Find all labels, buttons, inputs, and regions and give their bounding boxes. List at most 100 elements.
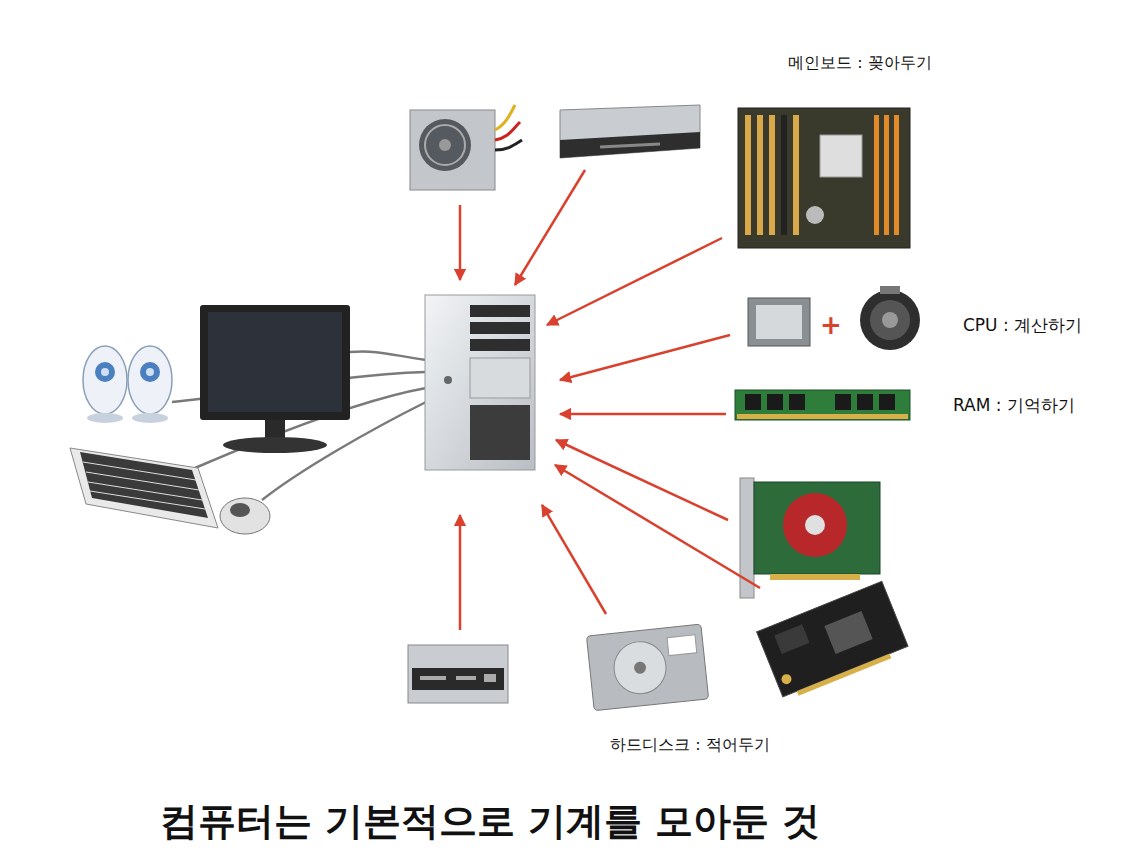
ram-module <box>735 390 910 420</box>
sound-card-part <box>824 611 872 654</box>
keyboard-part <box>83 462 196 480</box>
computer-tower-part <box>444 376 452 384</box>
computer-tower-part <box>425 295 535 470</box>
computer-tower-part <box>470 339 530 351</box>
monitor-part <box>200 305 350 420</box>
mouse-part <box>230 503 250 517</box>
graphics-card-part <box>754 482 880 574</box>
motherboard-part <box>884 115 889 235</box>
power-supply-part <box>495 140 522 150</box>
graphics-card-part <box>805 515 825 535</box>
dvd-drive <box>560 105 700 158</box>
sound-card-part <box>797 654 892 696</box>
computer-tower-part <box>470 405 530 460</box>
power-supply-part <box>495 122 520 140</box>
graphics-card-part <box>770 574 860 580</box>
sound-card-part <box>774 624 809 654</box>
keyboard-part <box>86 472 199 490</box>
speakers-part <box>140 362 160 382</box>
motherboard <box>738 108 910 248</box>
keyboard-part <box>83 462 205 509</box>
speakers-part <box>87 413 123 423</box>
mouse-part <box>220 498 270 534</box>
motherboard-part <box>769 115 775 235</box>
monitor-part <box>223 437 327 453</box>
ram-module-part <box>767 394 783 410</box>
caption: 컴퓨터는 기본적으로 기계를 모아둔 것 <box>160 799 821 845</box>
ram-module-part <box>789 394 805 410</box>
keyboard-part <box>90 491 205 509</box>
assembly-arrows-part <box>547 238 722 325</box>
hard-disk-part <box>611 639 668 696</box>
mouse <box>220 498 270 534</box>
card-reader-part <box>420 676 446 680</box>
card-reader-part <box>408 645 508 703</box>
motherboard-part <box>793 115 799 235</box>
motherboard-part <box>757 115 763 235</box>
card-reader-part <box>456 676 476 680</box>
dvd-drive-part <box>600 142 660 148</box>
speakers-part <box>83 346 127 414</box>
motherboard-part <box>820 135 862 177</box>
part-label: 메인보드 : 꽂아두기 <box>788 53 932 72</box>
graphics-card <box>740 478 880 598</box>
motherboard-part <box>745 115 751 235</box>
speakers-part <box>95 362 115 382</box>
speakers-part <box>101 368 109 376</box>
sound-card <box>757 581 910 701</box>
ram-module-part <box>857 394 873 410</box>
assembly-arrows-part <box>515 170 585 285</box>
sound-card-part <box>780 673 793 686</box>
card-reader-part <box>412 668 504 690</box>
keyboard-part <box>80 452 208 518</box>
graphics-card-part <box>783 493 847 557</box>
cpu-chip-part <box>756 305 802 339</box>
motherboard-part <box>806 206 824 224</box>
hard-disk-part <box>586 624 708 711</box>
power-supply-part <box>419 119 471 171</box>
monitor <box>200 305 350 453</box>
assembly-arrows-part <box>560 413 726 416</box>
computer-tower-part <box>470 305 530 317</box>
hard-disk <box>586 624 708 711</box>
motherboard-part <box>738 108 910 248</box>
computer-tower-part <box>470 358 530 398</box>
motherboard-part <box>781 115 787 235</box>
dvd-drive-part <box>560 132 700 158</box>
power-supply-part <box>425 125 465 165</box>
power-supply <box>410 105 522 190</box>
ram-module-part <box>835 394 851 410</box>
plus-sign: + <box>820 310 842 341</box>
power-supply-part <box>410 110 495 190</box>
peripheral-cables-part <box>350 352 426 360</box>
part-label: RAM : 기억하기 <box>953 395 1075 415</box>
assembly-arrows-part <box>560 335 730 380</box>
speakers <box>83 346 172 423</box>
cpu-cooler-part <box>882 312 898 328</box>
cpu-chip-part <box>748 298 810 346</box>
cpu-cooler-part <box>880 286 900 294</box>
ram-module-part <box>737 414 908 419</box>
card-reader <box>408 645 508 703</box>
cpu-chip <box>748 298 810 346</box>
cpu-cooler-part <box>870 300 910 340</box>
assembly-arrows-part <box>459 515 462 630</box>
power-supply-part <box>439 139 451 151</box>
ram-module-part <box>879 394 895 410</box>
hard-disk-part <box>633 661 646 674</box>
computer-tower <box>425 295 535 470</box>
ram-module-part <box>745 394 761 410</box>
ram-module-part <box>735 390 910 420</box>
speakers-part <box>146 368 154 376</box>
cpu-cooler-part <box>860 290 920 350</box>
part-label: CPU : 계산하기 <box>963 315 1082 335</box>
assembly-arrows-part <box>542 505 606 614</box>
assembly-arrows-part <box>555 465 760 588</box>
speakers-part <box>128 346 172 414</box>
cpu-cooler <box>860 286 920 350</box>
motherboard-part <box>894 115 899 235</box>
keyboard-part <box>70 448 218 528</box>
